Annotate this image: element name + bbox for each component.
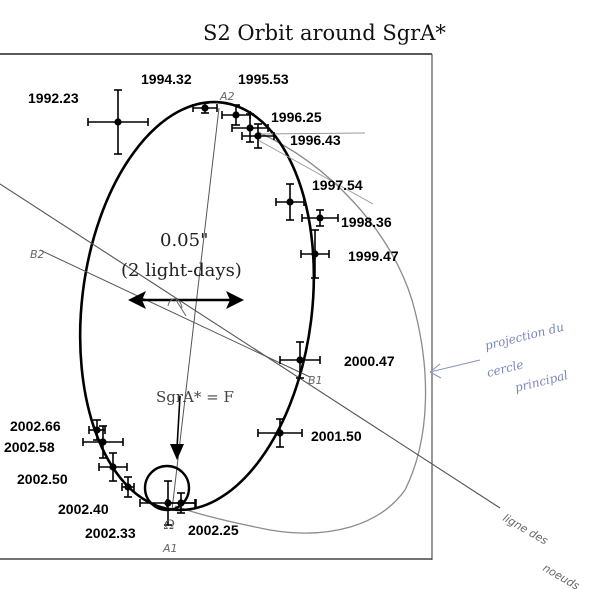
epoch-label-2002-58: 2002.58 [4,439,55,455]
point-label-a1: A1 [162,542,178,555]
epoch-label-2001-50: 2001.50 [311,428,362,444]
arrow-to-center-shaft [176,395,181,449]
point-label-b2: B2 [30,248,45,261]
epoch-label-1999-47: 1999.47 [348,248,399,264]
scale-bar-hand-mark [167,298,187,317]
scale-value: 0.05" [160,230,208,251]
data-point-2002-25 [177,499,185,507]
diagram-title: S2 Orbit around SgrA* [203,21,446,45]
center-label: SgrA* = F [156,388,234,406]
data-point-2002-66 [93,426,101,434]
epoch-label-1995-53: 1995.53 [238,71,289,87]
epoch-label-1992-23: 1992.23 [28,90,79,106]
epoch-label-1996-25: 1996.25 [271,109,322,125]
sgra-circle [143,464,191,512]
epoch-label-1996-43: 1996.43 [290,132,341,148]
data-points-layer [82,89,339,526]
center-mark: Ω [163,518,175,533]
data-point-2002-50 [109,463,117,471]
projected-principal-circle [174,131,427,534]
note-projection-line1: projection du [483,320,565,353]
data-point-2001-50 [276,429,284,437]
data-point-2000-47 [296,356,304,364]
data-point-1994-32 [201,104,209,112]
data-point-1995-53 [232,111,240,119]
arrow-to-center-head [170,444,184,460]
scale-bar-head-left [128,291,146,309]
epoch-label-2002-40: 2002.40 [58,501,109,517]
data-point-1992-23 [114,118,122,126]
point-label-a2: A2 [219,90,235,103]
guide-line-1 [257,132,366,135]
data-point-1996-43 [254,132,262,140]
note-projection-line3: principal [513,368,569,395]
scale-desc: (2 light-days) [121,260,242,281]
epoch-label-1994-32: 1994.32 [141,71,192,87]
line-b2-b1 [39,249,311,378]
epoch-label-2002-33: 2002.33 [85,525,136,541]
note-nodes-line1: ligne des [501,511,551,547]
epoch-label-2002-25: 2002.25 [188,522,239,538]
note-nodes-line2: noeuds [541,561,583,590]
data-point-1996-25 [246,124,254,132]
data-point-1999-47 [311,250,319,258]
epoch-label-2000-47: 2000.47 [344,353,395,369]
hand-arrow [429,359,481,379]
epoch-label-1997-54: 1997.54 [312,177,363,193]
epoch-label-1998-36: 1998.36 [341,214,392,230]
data-point-2002-58 [99,438,107,446]
point-label-b1: B1 [308,374,323,387]
epoch-label-2002-50: 2002.50 [17,471,68,487]
epoch-label-2002-66: 2002.66 [10,418,61,434]
data-point-1997-54 [286,198,294,206]
note-projection-line2: cercle [485,357,525,380]
line-a2-a1 [171,107,220,511]
scale-bar-head-right [226,291,244,309]
guide-line-2 [257,139,374,205]
data-point-1998-36 [316,214,324,222]
line-of-nodes [0,183,501,509]
data-point-2002-40 [124,483,132,491]
